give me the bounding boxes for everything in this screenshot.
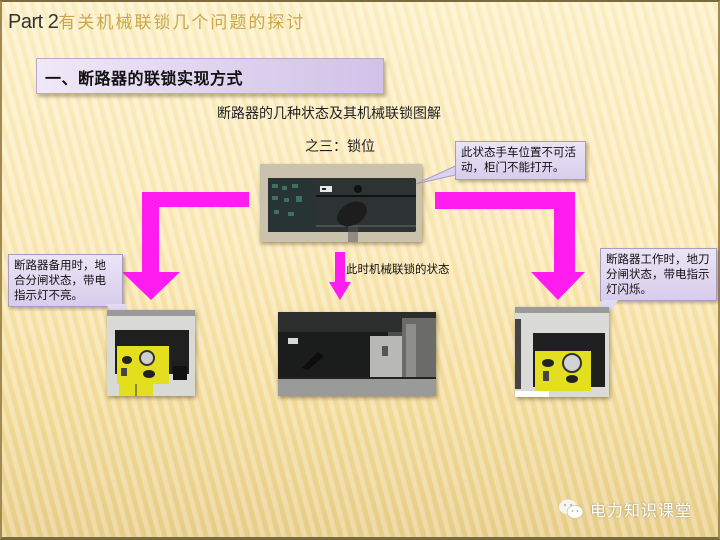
center-arrow-icon [329, 252, 351, 300]
callout-right-text: 断路器工作时，地刀分闸状态，带电指示灯闪烁。 [606, 252, 710, 296]
mechanical-interlock-photo [278, 312, 436, 396]
callout-top-right: 此状态手车位置不可活动，柜门不能打开。 [455, 141, 586, 180]
callout-top-right-text: 此状态手车位置不可活动，柜门不能打开。 [461, 145, 576, 174]
watermark: 电力知识课堂 [558, 497, 692, 521]
section-heading-box: 一、断路器的联锁实现方式 [36, 58, 384, 94]
diagram-title: 断路器的几种状态及其机械联锁图解 [217, 106, 441, 122]
center-label: 此时机械联锁的状态 [346, 262, 450, 276]
left-arrow-icon [122, 192, 249, 300]
title-subtitle: 有关机械联锁几个问题的探讨 [58, 13, 306, 33]
callout-left-text: 断路器备用时，地合分闸状态，带电指示灯不亮。 [14, 258, 106, 302]
title-part: Part 2 [8, 11, 59, 33]
diagram-subtitle: 之三：锁位 [305, 139, 375, 155]
callout-right: 断路器工作时，地刀分闸状态，带电指示灯闪烁。 [600, 248, 717, 301]
breaker-panel-locked-photo [260, 164, 422, 242]
section-heading: 一、断路器的联锁实现方式 [45, 69, 244, 88]
right-arrow-icon [435, 192, 585, 300]
standby-interlock-panel-photo [107, 310, 195, 396]
slide-title: Part 2有关机械联锁几个问题的探讨 [8, 8, 305, 36]
watermark-text: 电力知识课堂 [590, 501, 693, 520]
working-interlock-panel-photo [515, 307, 609, 397]
callout-left: 断路器备用时，地合分闸状态，带电指示灯不亮。 [8, 254, 123, 307]
wechat-icon [559, 499, 584, 519]
